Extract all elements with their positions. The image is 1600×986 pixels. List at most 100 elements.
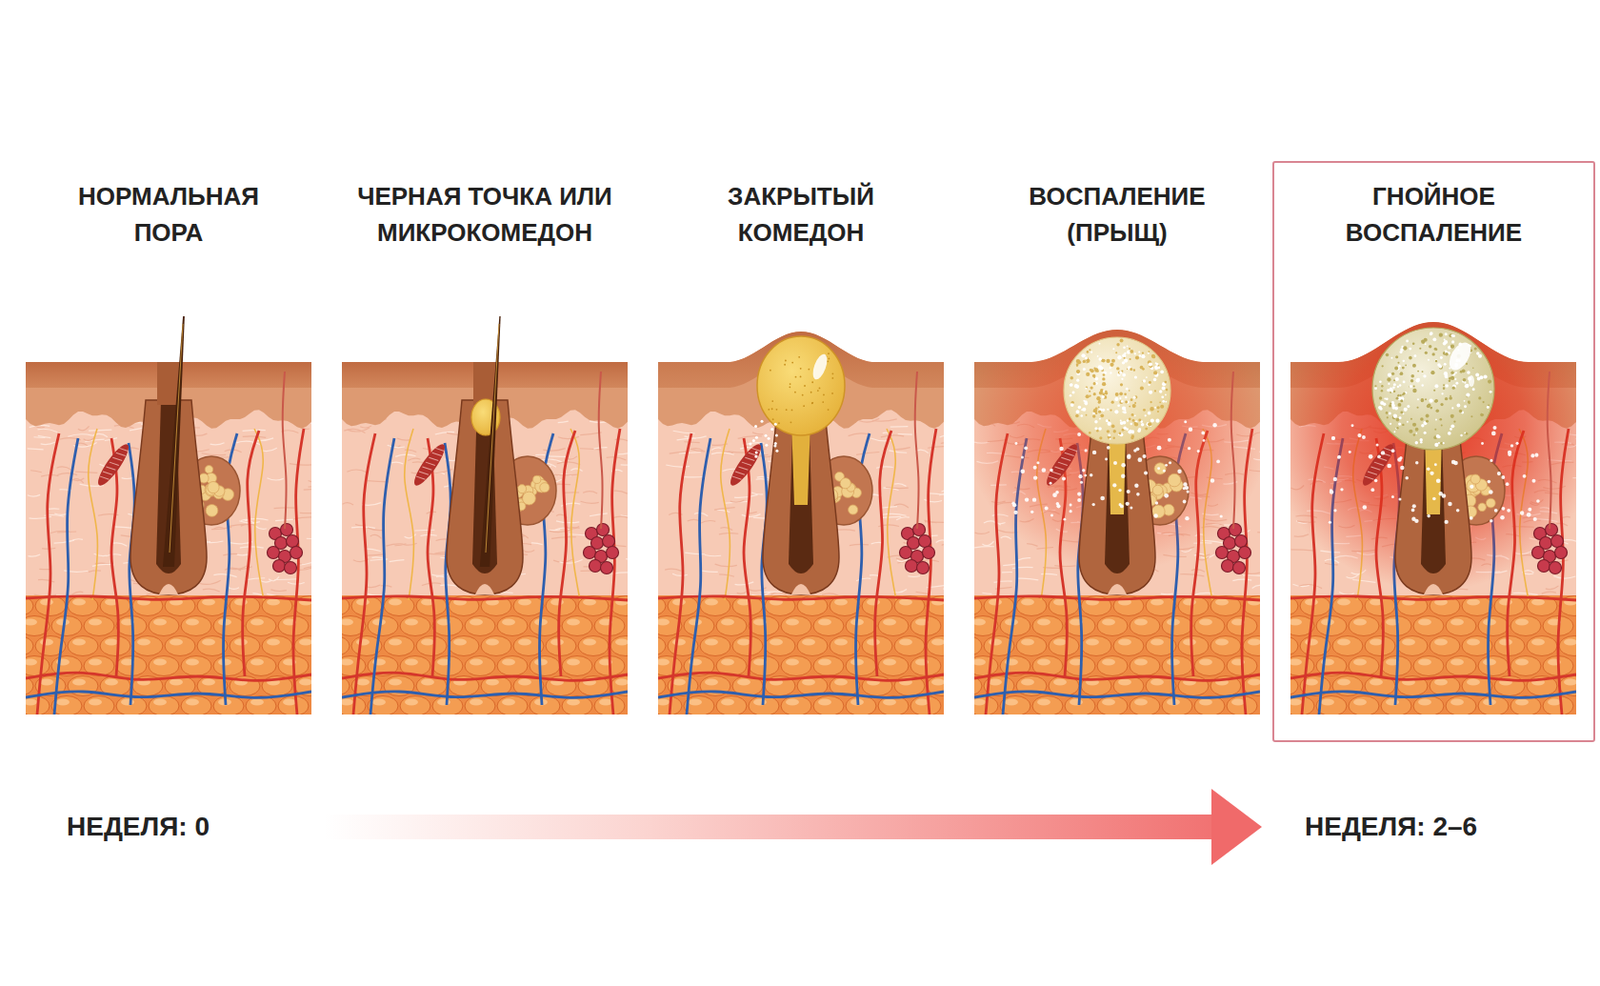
fat-cell bbox=[497, 696, 528, 717]
artery bbox=[875, 430, 892, 677]
pus-speck bbox=[1120, 382, 1123, 386]
fat-cell bbox=[594, 696, 625, 717]
fat-highlight bbox=[1466, 679, 1480, 686]
fat-cell bbox=[797, 636, 828, 657]
fat-highlight bbox=[720, 619, 735, 626]
pus-speck bbox=[1163, 380, 1167, 384]
pus-speck bbox=[1141, 351, 1144, 354]
arrector-muscle bbox=[93, 440, 133, 490]
fat-highlight bbox=[282, 699, 297, 706]
pus-speck bbox=[1150, 400, 1153, 403]
pus-speck bbox=[1126, 350, 1131, 355]
sebum-dot bbox=[827, 352, 830, 355]
sebum-dot bbox=[822, 393, 825, 396]
fat-cell bbox=[278, 696, 309, 717]
dermis-fiber bbox=[704, 554, 721, 556]
pus-speck bbox=[1088, 394, 1091, 397]
gland-lobule bbox=[1152, 484, 1163, 496]
fat-highlight bbox=[388, 639, 402, 646]
fat-cell bbox=[1429, 636, 1460, 657]
pus-speck bbox=[1101, 408, 1105, 412]
pus-speck bbox=[1080, 414, 1083, 418]
artery bbox=[37, 433, 60, 715]
fat-cell bbox=[1283, 656, 1315, 677]
stage-heading: НОРМАЛЬНАЯ ПОРА bbox=[49, 179, 288, 251]
pus-speck bbox=[1099, 391, 1103, 396]
dermis-fiber bbox=[983, 520, 1001, 525]
fat-highlight bbox=[1247, 679, 1261, 686]
pus-speck bbox=[1144, 414, 1147, 417]
pus-speck bbox=[1148, 380, 1152, 384]
pus-speck bbox=[1077, 360, 1081, 364]
pus-speck bbox=[1106, 408, 1109, 411]
pus-speck bbox=[1160, 404, 1164, 409]
pus-speck bbox=[1109, 362, 1114, 367]
fat-highlight bbox=[656, 699, 670, 706]
fat-highlight bbox=[834, 679, 848, 686]
dermis-fiber bbox=[1545, 585, 1560, 590]
fat-highlight bbox=[599, 699, 613, 706]
inflammation bbox=[1266, 266, 1600, 591]
dermis-fiber bbox=[849, 543, 869, 545]
immune-cell bbox=[1083, 474, 1087, 478]
sebum-dot bbox=[771, 407, 774, 410]
fat-cell bbox=[967, 696, 999, 717]
pus-speck bbox=[1127, 430, 1130, 433]
pus-speck bbox=[1161, 400, 1165, 403]
dermis-fiber bbox=[916, 591, 928, 594]
fat-highlight bbox=[185, 619, 200, 626]
dermis-fiber bbox=[898, 433, 913, 436]
dermis-fiber bbox=[872, 419, 898, 421]
cell-dot bbox=[774, 422, 778, 426]
fat-cell bbox=[132, 636, 163, 657]
immune-cell bbox=[1089, 473, 1094, 478]
fat-cell bbox=[1300, 596, 1331, 617]
fat-cell bbox=[497, 656, 528, 677]
dermis-fiber bbox=[240, 546, 264, 548]
dermis-fiber bbox=[38, 579, 55, 582]
pus-speck bbox=[1101, 395, 1105, 399]
fat-highlight bbox=[323, 679, 338, 686]
gland-lobule bbox=[205, 503, 219, 517]
immune-cell bbox=[1129, 505, 1133, 509]
pus-speck bbox=[1126, 419, 1129, 421]
dermis-fiber bbox=[111, 542, 128, 546]
dermis-fiber bbox=[558, 420, 569, 423]
immune-cell bbox=[1118, 488, 1121, 492]
fat-cell bbox=[1113, 636, 1144, 657]
dermis-fiber bbox=[213, 574, 237, 578]
illustration-part bbox=[267, 546, 280, 560]
immune-cell bbox=[1020, 455, 1024, 459]
pus-speck bbox=[1086, 350, 1090, 354]
pus-speck bbox=[1139, 354, 1141, 357]
dermis-fiber bbox=[342, 502, 354, 505]
sebum-dot bbox=[791, 409, 794, 412]
arrector-muscle bbox=[409, 440, 449, 490]
skin-illustration bbox=[25, 304, 312, 715]
dermis-fiber bbox=[1252, 584, 1265, 588]
pus-speck bbox=[1088, 390, 1091, 393]
fat-highlight bbox=[437, 699, 451, 706]
fat-cell bbox=[19, 656, 50, 677]
fat-cell bbox=[448, 636, 480, 657]
skin-layers bbox=[1266, 266, 1600, 717]
fat-cell bbox=[529, 616, 560, 637]
pus-speck bbox=[1113, 437, 1116, 440]
fat-highlight bbox=[769, 639, 783, 646]
pus-speck bbox=[1158, 366, 1161, 370]
pus-speck bbox=[1120, 339, 1124, 343]
pus-speck bbox=[1133, 368, 1136, 371]
immune-cell bbox=[1210, 478, 1215, 482]
fat-highlight bbox=[1353, 699, 1367, 706]
dermis-fiber bbox=[700, 520, 716, 523]
fat-highlight bbox=[672, 599, 686, 606]
immune-cell bbox=[1220, 514, 1223, 518]
fat-cell bbox=[967, 656, 999, 677]
illustration-part bbox=[273, 560, 286, 573]
fat-highlight bbox=[1531, 599, 1545, 606]
skin-layers bbox=[2, 304, 330, 717]
pus-speck bbox=[1119, 371, 1122, 375]
pus-speck bbox=[1128, 405, 1131, 408]
pus-speck bbox=[1133, 396, 1137, 400]
fat-highlight bbox=[40, 639, 54, 646]
